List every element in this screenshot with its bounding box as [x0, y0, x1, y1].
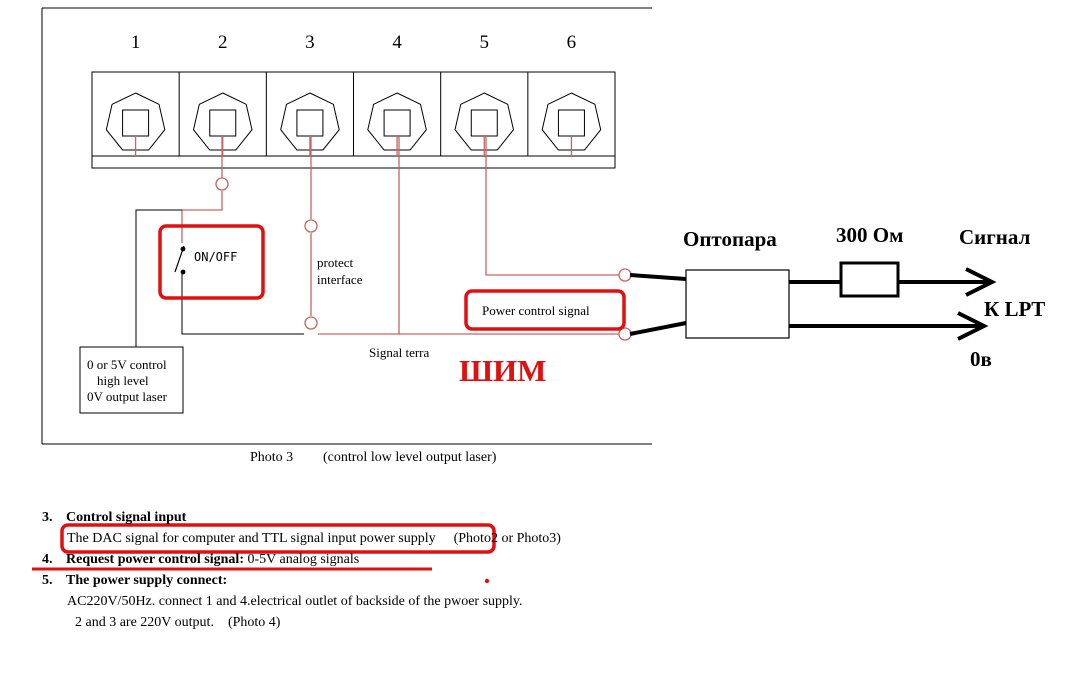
doc-item-5-number: 5.	[42, 573, 53, 588]
wires	[181, 137, 619, 335]
terminal-4-contact	[383, 109, 411, 137]
photo-caption: Photo 3	[250, 450, 293, 465]
to-lpt-label: К LPT	[984, 297, 1045, 321]
laser-box-line3: 0V output laser	[87, 389, 168, 404]
optocoupler-circuit	[629, 261, 997, 341]
doc-item-4-number: 4.	[42, 552, 53, 567]
red-dot	[484, 578, 490, 584]
doc-item-5-line2-wrap: 2 and 3 are 220V output. (Photo 4)	[75, 615, 280, 631]
ground-wires	[135, 209, 304, 347]
switch-label: ON/OFF	[194, 250, 237, 264]
highlight-boxes	[60, 224, 626, 554]
doc-item-4: 4. Request power control signal: 0-5V ana…	[42, 552, 359, 568]
signal-terra-label: Signal terra	[369, 345, 430, 360]
connection-nodes	[215, 177, 632, 341]
terminal-1-contact	[122, 109, 150, 137]
doc-item-5-ref: (Photo 4)	[227, 615, 281, 630]
laser-control-box	[79, 346, 184, 414]
terminal-5-contact	[470, 109, 498, 137]
doc-item-3-text: The DAC signal for computer and TTL sign…	[67, 531, 436, 546]
interface-label: interface	[317, 272, 363, 287]
doc-item-5-title: The power supply connect:	[66, 573, 228, 588]
terminal-2-contact	[209, 109, 237, 137]
switch-symbol	[174, 245, 186, 275]
laser-box-line1: 0 or 5V control	[87, 357, 167, 372]
terminal-cells: 1 2 3 4 5 6	[105, 32, 602, 156]
laser-box-line2: high level	[97, 373, 149, 388]
doc-item-3-number: 3.	[42, 510, 53, 525]
terminal-4-number: 4	[392, 32, 402, 53]
terminal-6-contact	[557, 109, 585, 137]
pwm-label: ШИМ	[459, 353, 546, 388]
terminal-3-contact	[296, 109, 324, 137]
zero-volt-label: 0в	[970, 347, 992, 371]
doc-item-5-line1: AC220V/50Hz. connect 1 and 4.electrical …	[67, 594, 523, 609]
doc-item-3-ref: (Photo2 or Photo3)	[453, 531, 561, 546]
doc-item-3-title: Control signal input	[66, 510, 187, 525]
doc-item-3-heading: 3. Control signal input	[42, 510, 186, 526]
optocoupler-label: Оптопара	[683, 227, 777, 251]
terminal-1-number: 1	[131, 32, 141, 53]
power-control-signal-label: Power control signal	[482, 303, 590, 318]
doc-item-5-heading: 5. The power supply connect:	[42, 573, 227, 589]
terminal-6-number: 6	[567, 32, 577, 53]
resistor-label: 300 Ом	[836, 223, 903, 247]
doc-item-4-text: 0-5V analog signals	[247, 552, 360, 567]
terminal-5-number: 5	[480, 32, 490, 53]
doc-item-3-body: The DAC signal for computer and TTL sign…	[67, 531, 561, 547]
signal-label: Сигнал	[959, 225, 1031, 249]
doc-item-5-line2: 2 and 3 are 220V output.	[75, 615, 214, 630]
protect-label: protect	[317, 255, 353, 270]
doc-item-4-title: Request power control signal:	[66, 552, 244, 567]
terminal-3-number: 3	[305, 32, 315, 53]
diagram-frame	[41, 7, 652, 445]
photo-caption-text: (control low level output laser)	[323, 450, 497, 465]
terminal-2-number: 2	[218, 32, 228, 53]
